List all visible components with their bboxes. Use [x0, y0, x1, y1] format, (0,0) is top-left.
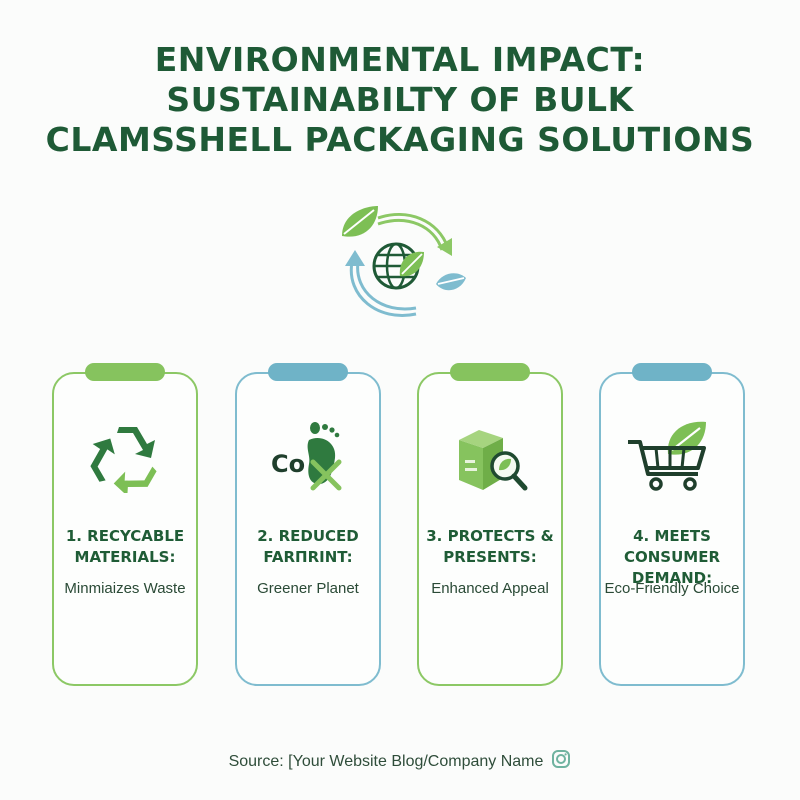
- source-footer: Source: [Your Website Blog/Company Name: [0, 749, 800, 774]
- source-text: Source: [Your Website Blog/Company Name: [228, 752, 544, 770]
- card-heading: 1. RECYCABLE MATERIALS:: [65, 527, 185, 566]
- co2-footprint-icon: Co: [237, 418, 379, 498]
- card-subtitle: Greener Planet: [257, 580, 359, 597]
- card-heading: 2. REDUCED FARПRINT:: [257, 527, 359, 566]
- recycle-icon: [54, 418, 196, 498]
- card-heading: 3. PROTECTS & PRESENTS:: [426, 527, 554, 566]
- svg-text:Co: Co: [271, 450, 305, 478]
- card-subtitle: Eco-Friendly Choice: [604, 580, 740, 597]
- title-line-2: SUSTAINABILTY OF BULK: [166, 80, 634, 119]
- cart-leaf-icon: [601, 418, 743, 498]
- card-recyclable-materials: 1. RECYCABLE MATERIALS: Minmiaizes Waste: [52, 363, 198, 686]
- title-line-3: CLAMSSHELL PACKAGING SOLUTIONS: [45, 120, 755, 159]
- box-magnifier-icon: [419, 418, 561, 498]
- card-subtitle: Enhanced Appeal: [431, 580, 549, 597]
- card-heading: 4. MEETS CONSUMER DEMAND:: [623, 527, 721, 587]
- instagram-icon[interactable]: [551, 749, 571, 774]
- recycle-globe-leaves-icon: [328, 200, 468, 330]
- page-title: ENVIRONMENTAL IMPACT: SUSTAINABILTY OF B…: [0, 40, 800, 160]
- card-reduced-footprint: Co 2. REDUCED FARПRINT: Greener Planet: [235, 363, 381, 686]
- title-line-1: ENVIRONMENTAL IMPACT:: [154, 40, 646, 79]
- card-tab: [268, 363, 348, 381]
- card-tab: [450, 363, 530, 381]
- card-consumer-demand: 4. MEETS CONSUMER DEMAND: Eco-Friendly C…: [599, 363, 745, 686]
- card-protects-presents: 3. PROTECTS & PRESENTS: Enhanced Appeal: [417, 363, 563, 686]
- card-tab: [632, 363, 712, 381]
- card-subtitle: Minmiaizes Waste: [64, 580, 186, 597]
- card-tab: [85, 363, 165, 381]
